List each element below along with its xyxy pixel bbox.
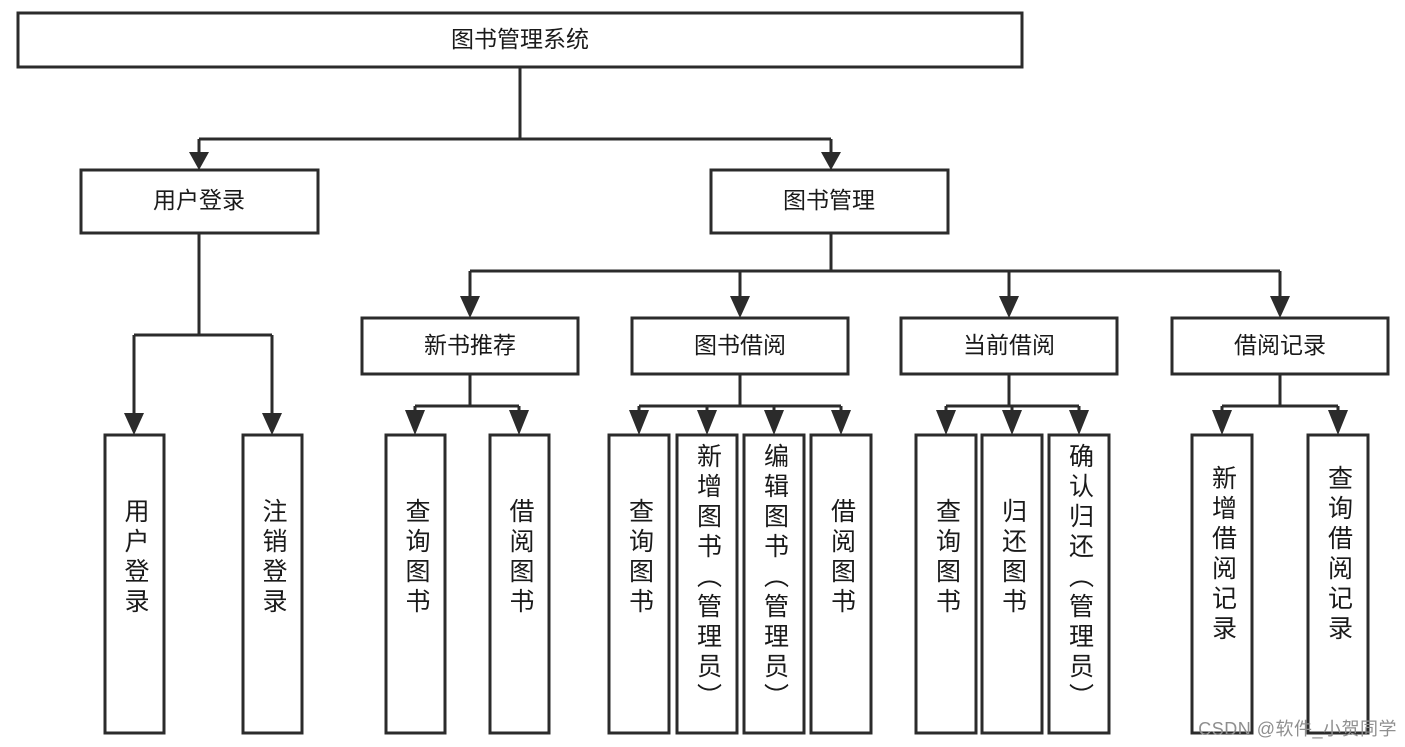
- leaf-box-book-borrow-1[interactable]: [675, 433, 739, 735]
- arrow-to-new-book: [460, 296, 480, 318]
- arrow-bookborrow-l4: [831, 410, 851, 435]
- leaf-box-user-login-1[interactable]: [241, 433, 304, 735]
- node-user-login-label: 用户登录: [153, 187, 245, 213]
- node-borrow-record[interactable]: [1170, 316, 1390, 376]
- leaf-box-current-borrow-1[interactable]: [980, 433, 1044, 735]
- leaf-box-new-book-recommend-1[interactable]: [488, 433, 551, 735]
- node-book-management-label: 图书管理: [783, 187, 875, 213]
- arrow-bookborrow-l2: [697, 410, 717, 435]
- leaf-box-borrow-record-1[interactable]: [1306, 433, 1370, 735]
- node-user-login[interactable]: [79, 168, 320, 235]
- node-current-borrow[interactable]: [899, 316, 1119, 376]
- arrow-bookborrow-l3: [764, 410, 784, 435]
- arrow-login-leaf2: [262, 413, 282, 435]
- arrow-bookborrow-l1: [629, 410, 649, 435]
- node-book-management[interactable]: [709, 168, 950, 235]
- node-layer: 图书管理系统 用户登录 图书管理 新书推荐 图书借阅 当前借阅 借阅记录: [16, 11, 1390, 735]
- leaf-box-borrow-record-0[interactable]: [1190, 433, 1254, 735]
- leaf-box-new-book-recommend-0[interactable]: [384, 433, 447, 735]
- node-book-borrow[interactable]: [630, 316, 850, 376]
- arrow-currentborrow-l2: [1002, 410, 1022, 435]
- arrow-currentborrow-l1: [936, 410, 956, 435]
- leaf-box-current-borrow-0[interactable]: [914, 433, 978, 735]
- arrow-currentborrow-l3: [1069, 410, 1089, 435]
- arrow-newbook-l2: [509, 410, 529, 435]
- node-root-book-management-system[interactable]: [16, 11, 1024, 69]
- watermark-text: CSDN @软件_小贺同学: [1198, 719, 1397, 739]
- node-book-borrow-label: 图书借阅: [694, 332, 786, 358]
- leaf-box-book-borrow-0[interactable]: [607, 433, 671, 735]
- arrow-borrowrecord-l2: [1328, 410, 1348, 435]
- arrow-newbook-l1: [405, 410, 425, 435]
- arrow-root-to-bookmgmt: [821, 152, 841, 170]
- arrow-root-to-login: [189, 152, 209, 170]
- node-new-book-recommend[interactable]: [360, 316, 580, 376]
- node-new-book-recommend-label: 新书推荐: [424, 332, 516, 358]
- arrow-login-leaf1: [124, 413, 144, 435]
- connector-layer: [124, 67, 1348, 435]
- leaf-box-book-borrow-2[interactable]: [742, 433, 806, 735]
- leaf-box-book-borrow-3[interactable]: [809, 433, 873, 735]
- node-borrow-record-label: 借阅记录: [1234, 332, 1326, 358]
- node-root-label: 图书管理系统: [451, 26, 589, 52]
- leaf-box-current-borrow-2[interactable]: [1047, 433, 1111, 735]
- arrow-borrowrecord-l1: [1212, 410, 1232, 435]
- arrow-to-borrow-record: [1270, 296, 1290, 318]
- leaf-box-user-login-0[interactable]: [103, 433, 166, 735]
- arrow-to-book-borrow: [730, 296, 750, 318]
- node-current-borrow-label: 当前借阅: [963, 332, 1055, 358]
- arrow-to-current-borrow: [999, 296, 1019, 318]
